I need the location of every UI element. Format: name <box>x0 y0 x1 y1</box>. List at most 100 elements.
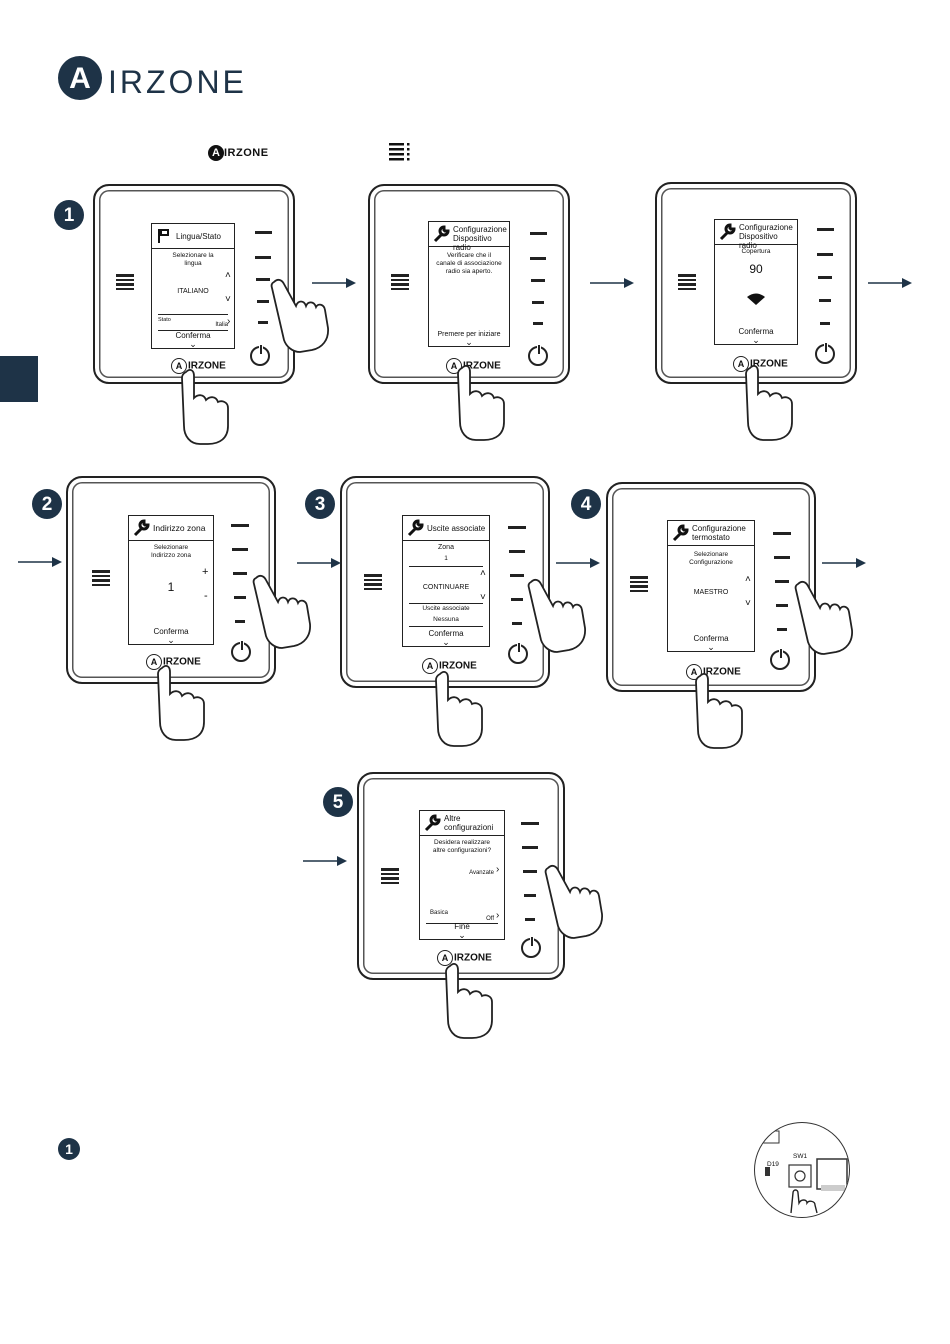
chevron-down-icon: ˅ <box>225 294 231 305</box>
side-button-1[interactable] <box>817 228 834 231</box>
side-button-5[interactable] <box>525 918 535 921</box>
config-value: MAESTRO <box>693 589 729 596</box>
title-line-1: Configurazione <box>739 223 793 232</box>
side-button-4[interactable] <box>776 604 788 607</box>
device-logo-letter: A <box>422 658 438 674</box>
side-button-4[interactable] <box>819 299 831 302</box>
screen-bottom-label: Conferma <box>175 331 211 340</box>
side-button-5[interactable] <box>258 321 268 324</box>
side-button-2[interactable] <box>817 253 833 256</box>
divider <box>409 566 483 567</box>
side-button-5[interactable] <box>777 628 787 631</box>
step-3-badge: 3 <box>305 489 335 519</box>
step-1-badge: 1 <box>54 200 84 230</box>
side-button-5[interactable] <box>533 322 543 325</box>
power-icon[interactable] <box>528 344 548 366</box>
title-line-2: termostato <box>692 533 730 542</box>
divider <box>158 330 228 331</box>
side-button-3[interactable] <box>531 279 545 282</box>
menu-button-icon[interactable] <box>116 274 134 292</box>
side-button-3[interactable] <box>233 572 247 575</box>
power-icon[interactable] <box>250 344 270 366</box>
side-button-4[interactable] <box>257 300 269 303</box>
wrench-icon <box>719 223 736 241</box>
power-icon[interactable] <box>521 936 541 958</box>
hand-pointer-icon <box>270 278 329 353</box>
device-logo-letter: A <box>446 358 462 374</box>
flag-icon <box>158 229 169 243</box>
side-button-5[interactable] <box>820 322 830 325</box>
note-step-badge: 1 <box>58 1138 80 1160</box>
side-button-1[interactable] <box>255 231 272 234</box>
device-logo-letter: A <box>437 950 453 966</box>
device-logo-word: IRZONE <box>163 656 201 668</box>
chevron-right-icon: › <box>496 864 500 875</box>
screen-bottom-label: Conferma <box>693 634 729 643</box>
text-line-1: Desidera realizzare <box>434 839 490 846</box>
title-line-2: Dispositivo radio <box>453 234 492 252</box>
side-button-4[interactable] <box>511 598 523 601</box>
zone-label: Zona <box>438 544 454 551</box>
title-line-1: Altre <box>444 814 461 823</box>
chevron-right-icon: › <box>227 316 231 327</box>
side-button-4[interactable] <box>532 301 544 304</box>
hand-pointer-icon <box>794 580 853 655</box>
side-button-3[interactable] <box>256 278 270 281</box>
arrow-right-icon <box>303 856 347 866</box>
side-button-2[interactable] <box>255 256 271 259</box>
header-logo-word: IRZONE <box>224 146 269 159</box>
power-icon[interactable] <box>231 640 251 662</box>
menu-button-icon[interactable] <box>630 576 648 594</box>
divider <box>409 603 483 604</box>
side-button-4[interactable] <box>234 596 246 599</box>
side-button-1[interactable] <box>508 526 526 529</box>
basic-label: Basica <box>430 910 449 916</box>
side-button-1[interactable] <box>521 822 539 825</box>
coverage-value: 90 <box>749 262 763 276</box>
screen-language: Lingua/Stato Selezionare la lingua ITALI… <box>151 223 235 349</box>
row-label: Stato <box>158 317 171 323</box>
power-icon[interactable] <box>815 342 835 364</box>
continue-option: CONTINUARE <box>422 584 470 591</box>
side-button-4[interactable] <box>524 894 536 897</box>
menu-button-icon[interactable] <box>678 274 696 292</box>
side-button-1[interactable] <box>530 232 547 235</box>
chevron-down-icon: ⌄ <box>189 339 197 349</box>
side-button-3[interactable] <box>775 580 789 583</box>
side-button-1[interactable] <box>773 532 791 535</box>
d19-label: D19 <box>767 1161 779 1168</box>
power-icon[interactable] <box>770 648 790 670</box>
chevron-down-icon: ⌄ <box>707 642 715 652</box>
side-button-2[interactable] <box>509 550 525 553</box>
side-button-3[interactable] <box>523 870 537 873</box>
side-button-3[interactable] <box>510 574 524 577</box>
menu-button-icon[interactable] <box>92 570 110 588</box>
side-button-2[interactable] <box>774 556 790 559</box>
board-detail: SW1 D19 <box>754 1122 850 1218</box>
menu-button-icon[interactable] <box>364 574 382 592</box>
power-icon[interactable] <box>508 642 528 664</box>
wifi-icon <box>747 293 765 305</box>
side-button-2[interactable] <box>530 257 546 260</box>
zone-value: 1 <box>444 555 448 562</box>
side-button-5[interactable] <box>235 620 245 623</box>
hand-pointer-icon <box>435 671 483 747</box>
side-button-2[interactable] <box>232 548 248 551</box>
side-button-3[interactable] <box>818 276 832 279</box>
basic-value: Off <box>486 916 494 922</box>
side-button-2[interactable] <box>522 846 538 849</box>
side-button-1[interactable] <box>231 524 249 527</box>
side-button-5[interactable] <box>512 622 522 625</box>
title-line-2: configurazioni <box>444 823 494 832</box>
menu-button-icon[interactable] <box>381 868 399 886</box>
hand-pointer-icon <box>181 369 229 445</box>
chevron-down-icon: ⌄ <box>442 637 450 647</box>
menu-button-icon[interactable] <box>391 274 409 292</box>
